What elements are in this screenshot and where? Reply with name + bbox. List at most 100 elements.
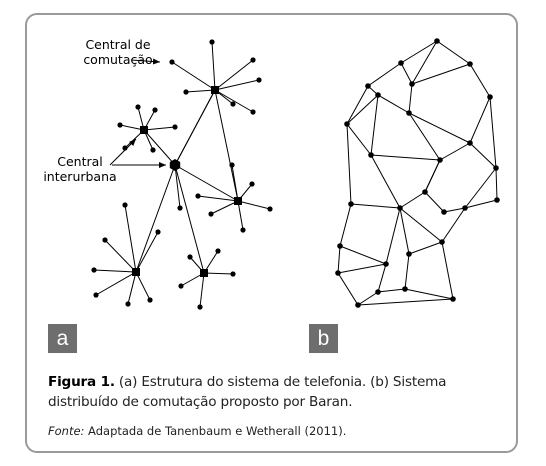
mesh-node: [441, 209, 447, 215]
local-loop-line: [214, 89, 254, 113]
figure-source: Fonte: Adaptada de Tanenbaum e Wetherall…: [48, 424, 508, 438]
telephone-node: [240, 227, 246, 233]
mesh-link-line: [346, 85, 369, 125]
mesh-node: [398, 60, 404, 66]
telephone-node: [229, 162, 235, 168]
switching-office-annotation: Central de comutação: [68, 37, 168, 67]
switching-office-node: [234, 197, 242, 205]
local-loop-line: [214, 79, 260, 91]
mesh-link-line: [408, 83, 413, 114]
telephone-node: [195, 193, 201, 199]
mesh-node: [439, 239, 445, 245]
local-loop-line: [93, 269, 137, 273]
panel-b-label: b: [309, 324, 338, 353]
telephone-node: [93, 292, 99, 298]
mesh-link-line: [370, 94, 379, 156]
switching-office-line1: Central de: [85, 37, 151, 52]
telephone-node: [230, 271, 236, 277]
mesh-node: [422, 189, 428, 195]
telephone-node: [169, 59, 175, 65]
mesh-node: [467, 140, 473, 146]
distributed-network-diagram: [335, 38, 500, 308]
mesh-link-line: [370, 154, 401, 209]
local-loop-line: [237, 200, 244, 231]
local-loop-line: [135, 271, 151, 301]
mesh-link-line: [399, 191, 426, 209]
mesh-link-line: [400, 40, 438, 64]
telephone-node: [91, 267, 97, 273]
mesh-link-line: [339, 203, 352, 247]
toll-trunk-line: [143, 129, 176, 166]
local-loop-line: [197, 195, 239, 202]
switching-office-node: [211, 86, 219, 94]
local-loop-line: [231, 164, 239, 202]
switching-office-node: [132, 268, 140, 276]
telephone-node: [183, 89, 189, 95]
mesh-node: [406, 251, 412, 257]
mesh-link-line: [411, 63, 471, 85]
trunk-line: [174, 89, 216, 166]
mesh-link-line: [464, 199, 498, 209]
source-label: Fonte:: [48, 424, 85, 438]
switching-office-line2: comutação: [83, 52, 153, 67]
annotation-arrow: [130, 58, 161, 65]
telephone-node: [178, 283, 184, 289]
caption-figure-label: Figura 1.: [48, 374, 115, 390]
mesh-link-line: [346, 94, 379, 125]
mesh-node: [337, 243, 343, 249]
mesh-link-line: [337, 272, 359, 306]
caption-text: (a) Estrutura do sistema de telefonia. (…: [48, 374, 447, 410]
mesh-link-line: [469, 142, 497, 169]
telephone-node: [135, 104, 141, 110]
mesh-node: [383, 261, 389, 267]
mesh-link-line: [339, 245, 387, 265]
mesh-node: [344, 121, 350, 127]
local-loop-line: [104, 239, 137, 273]
mesh-node: [409, 81, 415, 87]
mesh-node: [494, 197, 500, 203]
mesh-node: [402, 286, 408, 292]
mesh-link-line: [399, 207, 410, 255]
telephone-node: [147, 297, 153, 303]
mesh-link-line: [377, 263, 387, 293]
local-loop-line: [95, 271, 137, 296]
mesh-node: [365, 83, 371, 89]
mesh-link-line: [400, 62, 413, 85]
panel-a-label: a: [48, 324, 77, 353]
telephone-node: [267, 206, 273, 212]
mesh-node: [467, 61, 473, 67]
mesh-node: [437, 157, 443, 163]
mesh-link-line: [404, 288, 454, 300]
mesh-node: [375, 92, 381, 98]
mesh-link-line: [443, 207, 466, 213]
mesh-node: [493, 165, 499, 171]
mesh-link-line: [408, 241, 443, 255]
local-loop-line: [171, 61, 216, 91]
mesh-link-line: [469, 96, 491, 144]
telephone-node: [215, 248, 221, 254]
mesh-node: [368, 152, 374, 158]
mesh-node: [335, 270, 341, 276]
mesh-link-line: [370, 154, 441, 161]
mesh-link-line: [495, 167, 498, 201]
telephone-node: [177, 205, 183, 211]
telephone-node: [256, 77, 262, 83]
mesh-link-line: [346, 123, 352, 205]
toll-office-node: [169, 159, 181, 171]
mesh-link-line: [350, 203, 401, 209]
annotation-arrow: [109, 138, 137, 166]
mesh-node: [487, 94, 493, 100]
mesh-link-line: [464, 167, 497, 209]
local-loop-line: [210, 200, 239, 215]
mesh-link-line: [357, 298, 454, 306]
mesh-node: [355, 302, 361, 308]
toll-trunk-line: [135, 164, 176, 273]
local-loop-line: [237, 200, 271, 210]
toll-office-line2: interurbana: [43, 169, 117, 184]
telephone-node: [250, 57, 256, 63]
local-loop-line: [185, 89, 216, 93]
telephone-node: [172, 124, 178, 130]
mesh-node: [397, 205, 403, 211]
local-loop-line: [214, 59, 254, 91]
telephone-node: [150, 147, 156, 153]
